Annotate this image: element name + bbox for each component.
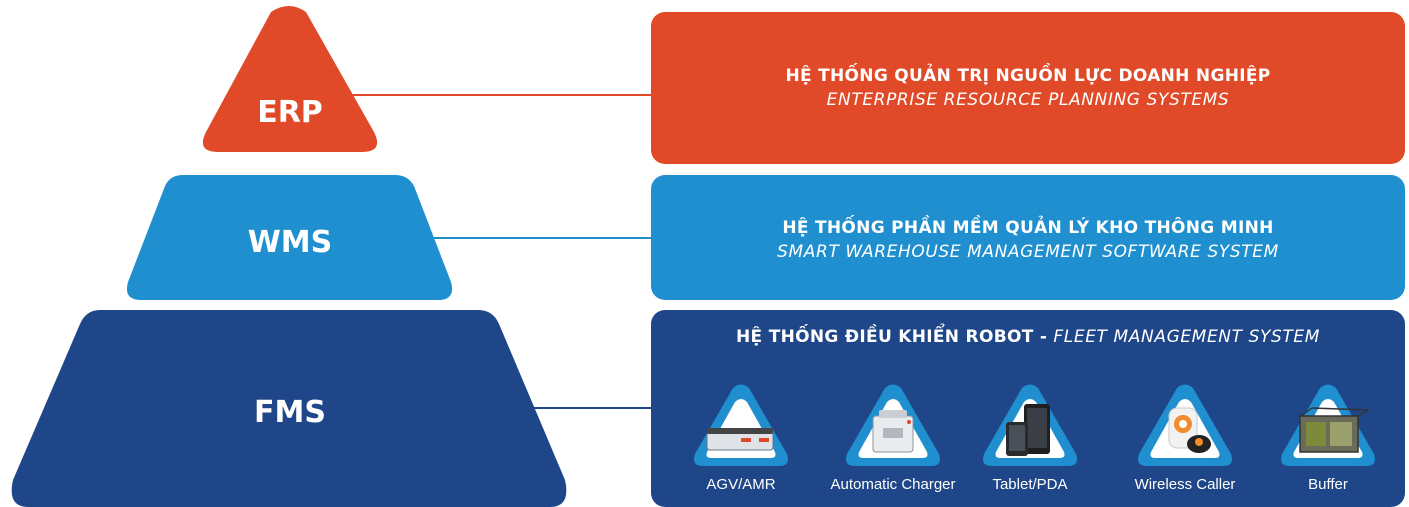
device-automatic-charger: Automatic Charger — [823, 382, 963, 493]
erp-label: ERP — [257, 95, 323, 130]
wms-connector-line — [430, 237, 651, 239]
fms-label: FMS — [254, 395, 326, 430]
wms-panel: HỆ THỐNG PHẦN MỀM QUẢN LÝ KHO THÔNG MINH… — [651, 175, 1405, 300]
device-label: Wireless Caller — [1134, 476, 1236, 493]
fms-title-en: FLEET MANAGEMENT SYSTEM — [1053, 327, 1320, 347]
fms-connector-line — [534, 407, 651, 409]
erp-connector-line — [345, 94, 651, 96]
device-label: Automatic Charger — [830, 476, 956, 493]
erp-triangle — [202, 6, 378, 152]
device-tablet-pda: Tablet/PDA — [970, 382, 1090, 493]
agv-robot-icon — [694, 384, 788, 466]
erp-panel: HỆ THỐNG QUẢN TRỊ NGUỒN LỰC DOANH NGHIỆP… — [651, 12, 1405, 164]
tablet-icon — [983, 384, 1077, 466]
wms-trapezoid — [126, 175, 453, 300]
wms-label: WMS — [247, 225, 333, 260]
device-agv-amr: AGV/AMR — [681, 382, 801, 493]
device-label: Tablet/PDA — [992, 476, 1068, 493]
erp-title-en: ENTERPRISE RESOURCE PLANNING SYSTEMS — [826, 90, 1230, 110]
buffer-rack-icon — [1281, 384, 1375, 466]
fms-title-vi: HỆ THỐNG ĐIỀU KHIỂN ROBOT - — [736, 327, 1054, 347]
erp-title-vi: HỆ THỐNG QUẢN TRỊ NGUỒN LỰC DOANH NGHIỆP — [785, 66, 1271, 86]
wireless-caller-icon — [1138, 384, 1232, 466]
wms-title-vi: HỆ THỐNG PHẦN MỀM QUẢN LÝ KHO THÔNG MINH — [782, 218, 1274, 238]
device-label: AGV/AMR — [706, 476, 776, 493]
device-label: Buffer — [1308, 476, 1348, 493]
device-wireless-caller: Wireless Caller — [1120, 382, 1250, 493]
fms-panel: HỆ THỐNG ĐIỀU KHIỂN ROBOT - FLEET MANAGE… — [651, 310, 1405, 507]
charger-icon — [846, 384, 940, 466]
fms-trapezoid — [11, 310, 567, 507]
wms-title-en: SMART WAREHOUSE MANAGEMENT SOFTWARE SYST… — [777, 242, 1279, 262]
device-buffer: Buffer — [1268, 382, 1388, 493]
